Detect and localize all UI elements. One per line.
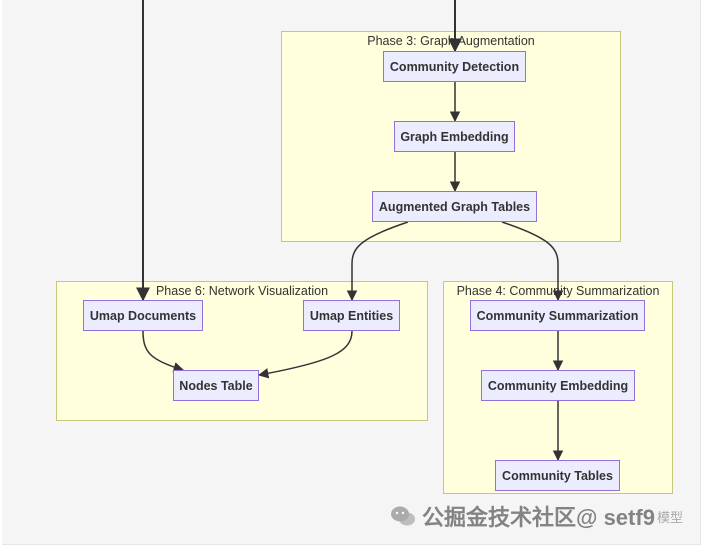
watermark-text: 公掘金技术社区@ setf9 — [422, 505, 655, 530]
node-umap-documents[interactable]: Umap Documents — [83, 300, 203, 331]
cluster-phase-6-label: Phase 6: Network Visualization — [155, 284, 329, 298]
wechat-icon — [391, 506, 415, 526]
cluster-phase-3-label: Phase 3: Graph Augmentation — [367, 34, 535, 48]
node-graph-embedding[interactable]: Graph Embedding — [394, 121, 515, 152]
cluster-phase-4-label: Phase 4: Community Summarization — [456, 284, 660, 298]
node-community-embedding[interactable]: Community Embedding — [481, 370, 635, 401]
watermark-subtext: 模型 — [656, 509, 683, 525]
node-nodes-table[interactable]: Nodes Table — [173, 370, 259, 401]
node-community-tables[interactable]: Community Tables — [495, 460, 620, 491]
node-community-detection[interactable]: Community Detection — [383, 51, 526, 82]
node-umap-entities[interactable]: Umap Entities — [303, 300, 400, 331]
watermark: 公掘金技术社区@ setf9 模型 — [390, 500, 683, 532]
node-augmented-graph-tables[interactable]: Augmented Graph Tables — [372, 191, 537, 222]
node-community-summarization[interactable]: Community Summarization — [470, 300, 645, 331]
